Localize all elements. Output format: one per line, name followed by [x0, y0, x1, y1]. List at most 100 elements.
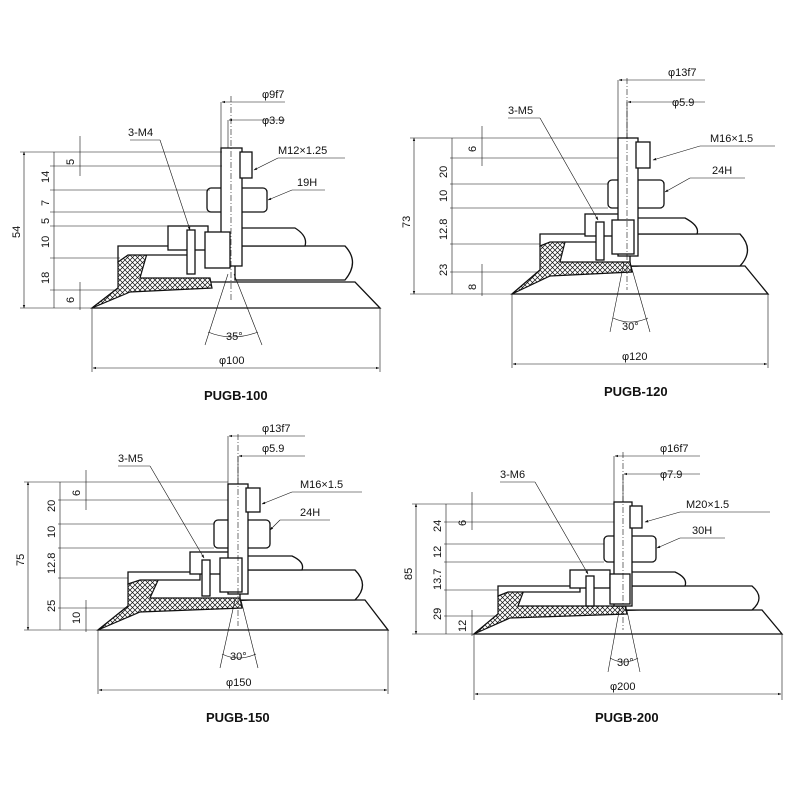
- pad-dia-label: φ100: [219, 355, 245, 367]
- shaft-dia-label: φ13f7: [262, 423, 291, 435]
- total-height-label: 85: [403, 568, 415, 580]
- plate: [497, 585, 581, 597]
- hex-label: 30H: [692, 525, 712, 537]
- pad-body: [239, 569, 364, 601]
- pad-dia-label: φ120: [622, 351, 648, 363]
- dim-segment: 10: [46, 526, 58, 538]
- dim-segment: 23: [438, 264, 450, 276]
- bore-dia-label: φ7.9: [660, 469, 682, 481]
- dim-segment: 12: [432, 546, 444, 558]
- angle-label: 35°: [226, 331, 243, 343]
- pad-dia-label: φ150: [226, 677, 252, 689]
- dim-segment: 7: [40, 200, 52, 206]
- dim-segment: 20: [46, 500, 58, 512]
- pad-dia-label: φ200: [610, 681, 636, 693]
- angle-arc: [612, 317, 649, 323]
- taper-lines: [204, 273, 263, 346]
- rubber-section: [97, 575, 243, 631]
- bore-dia-label: φ5.9: [672, 97, 694, 109]
- hex-label: 19H: [297, 177, 317, 189]
- drawing-pugb-200: φ16f7 φ7.9 3-M6 M20×1.5 30H 85 6 24 12 1…: [403, 443, 784, 725]
- dim-segment: 18: [40, 272, 52, 284]
- shaft-collar: [239, 151, 253, 179]
- dim-segment: 6: [457, 520, 469, 526]
- thread-label: M20×1.5: [686, 499, 729, 511]
- rubber-section: [511, 237, 633, 295]
- rubber-section: [473, 589, 628, 635]
- screw: [186, 229, 196, 275]
- angle-arc: [221, 653, 257, 659]
- hex-label: 24H: [712, 165, 732, 177]
- pad-top: [239, 555, 304, 571]
- total-height-label: 73: [401, 216, 413, 228]
- hex-label: 24H: [300, 507, 320, 519]
- pad-top: [624, 571, 687, 587]
- total-height-label: 75: [15, 554, 27, 566]
- shaft-dia-label: φ13f7: [668, 67, 697, 79]
- dim-segment: 25: [46, 600, 58, 612]
- screw: [595, 221, 605, 261]
- screw-label: 3-M4: [128, 127, 153, 139]
- shaft-dia-label: φ9f7: [262, 89, 284, 101]
- screw-label: 3-M6: [500, 469, 525, 481]
- fitting: [219, 557, 243, 593]
- thread-label: M16×1.5: [300, 479, 343, 491]
- drawing-pugb-150: φ13f7 φ5.9 3-M5 M16×1.5 24H 75 6 20 10 1…: [15, 423, 390, 725]
- taper-lines: [219, 599, 259, 669]
- pad-top: [629, 217, 699, 235]
- shaft-collar: [629, 505, 643, 529]
- angle-arc: [609, 657, 639, 663]
- screw: [201, 559, 211, 597]
- bore-dia-label: φ5.9: [262, 443, 284, 455]
- dim-segment: 12.8: [438, 219, 450, 240]
- dim-segment: 10: [71, 612, 83, 624]
- angle-arc: [207, 331, 259, 338]
- angle-label: 30°: [622, 321, 639, 333]
- angle-label: 30°: [617, 657, 634, 669]
- pad-body: [624, 585, 760, 611]
- drawing-pugb-100: φ9f7 φ3.9 3-M4 M12×1.25 19H 54 5 14 7 5 …: [11, 89, 382, 403]
- rubber-section: [91, 249, 213, 309]
- dim-segment: 29: [432, 608, 444, 620]
- pad-body: [234, 245, 354, 281]
- pad-top: [234, 227, 307, 247]
- dim-segment: 12: [457, 620, 469, 632]
- taper-lines: [607, 605, 641, 673]
- thread-label: M12×1.25: [278, 145, 327, 157]
- dim-segment: 14: [40, 171, 52, 183]
- model-label: PUGB-200: [595, 710, 659, 725]
- fitting: [204, 231, 231, 269]
- shaft-dia-label: φ16f7: [660, 443, 689, 455]
- shaft-collar: [245, 487, 261, 513]
- dim-segment: 6: [71, 490, 83, 496]
- dim-segment: 8: [467, 284, 479, 290]
- shaft-collar: [635, 141, 651, 169]
- plate: [127, 571, 201, 585]
- dim-segment: 6: [467, 146, 479, 152]
- dim-segment: 13.7: [432, 569, 444, 590]
- angle-label: 30°: [230, 651, 247, 663]
- pad-body: [629, 233, 749, 267]
- model-label: PUGB-120: [604, 384, 668, 399]
- fitting: [611, 219, 635, 255]
- screw: [585, 575, 595, 607]
- dim-segment: 10: [438, 190, 450, 202]
- dim-segment: 10: [40, 236, 52, 248]
- bore-dia-label: φ3.9: [262, 115, 284, 127]
- fitting: [609, 573, 631, 605]
- total-height-label: 54: [11, 226, 23, 238]
- dim-segment: 5: [65, 159, 77, 165]
- dim-segment: 6: [65, 297, 77, 303]
- thread-label: M16×1.5: [710, 133, 753, 145]
- dim-segment: 12.8: [46, 553, 58, 574]
- taper-lines: [609, 261, 651, 333]
- dim-segment: 24: [432, 520, 444, 532]
- dim-segment: 5: [40, 218, 52, 224]
- screw-label: 3-M5: [508, 105, 533, 117]
- drawing-pugb-120: φ13f7 φ5.9 3-M5 M16×1.5 24H 73 6 20 10 1…: [401, 67, 775, 399]
- model-label: PUGB-100: [204, 388, 268, 403]
- screw-label: 3-M5: [118, 453, 143, 465]
- model-label: PUGB-150: [206, 710, 270, 725]
- dim-segment: 20: [438, 166, 450, 178]
